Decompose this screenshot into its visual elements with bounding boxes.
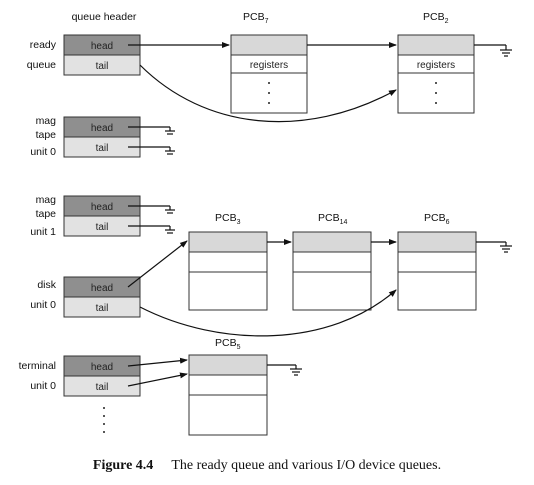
pcb-ready-2-registers-label: registers <box>417 60 455 71</box>
pcb-disk-3-body <box>397 271 477 311</box>
mag-tape-1-tail-label: tail <box>96 222 109 233</box>
terminal-label-line-1: terminal <box>19 360 56 372</box>
null-pointer-icon <box>128 205 175 214</box>
mag-tape-1-queue: mag tape unit 1 head tail <box>30 194 141 238</box>
terminal-label-line-2: unit 0 <box>30 380 56 392</box>
disk-head-label: head <box>91 283 113 294</box>
terminal-queue: terminal unit 0 head tail <box>19 355 141 397</box>
pcb-disk-1: PCB3 <box>188 212 268 311</box>
pcb-disk-3-row <box>397 251 477 273</box>
ellipsis-dot <box>103 423 105 425</box>
mag-tape-1-label-line-3: unit 1 <box>30 226 56 238</box>
ellipsis-dot <box>268 102 270 104</box>
ready-queue-label-line-2: queue <box>27 59 56 71</box>
ellipsis-dot <box>103 407 105 409</box>
terminal-tail-cell <box>63 375 141 397</box>
disk-head-pointer-arrow <box>127 240 188 288</box>
pcb-disk-2-body <box>292 271 372 311</box>
null-pointer-icon <box>128 126 175 135</box>
pcb-ready-1-body <box>230 72 308 114</box>
ellipsis-dot <box>268 92 270 94</box>
pcb-terminal-1: PCB5 <box>188 337 268 436</box>
ellipsis-dot <box>435 82 437 84</box>
mag-tape-1-head-label: head <box>91 202 113 213</box>
pcb-ready-1-header <box>230 34 308 56</box>
pcb-disk-1-header <box>188 231 268 253</box>
more-queues-ellipsis <box>103 407 105 433</box>
pcb-disk-3: PCB6 <box>397 212 477 311</box>
ellipsis-dot <box>103 431 105 433</box>
pcb-disk-2: PCB14 <box>292 212 372 311</box>
null-pointer-icon <box>128 146 175 155</box>
terminal-head-label: head <box>91 362 113 373</box>
mag-tape-0-label-line-3: unit 0 <box>30 146 56 158</box>
mag-tape-1-label-line-1: mag <box>36 194 57 206</box>
pcb-disk-2-row <box>292 251 372 273</box>
terminal-head-pointer-arrow <box>127 357 188 367</box>
ready-queue: ready queue head tail <box>27 34 141 76</box>
pcb-ready-1-title: PCB7 <box>243 11 269 25</box>
disk-queue: disk unit 0 head tail <box>30 276 141 318</box>
ellipsis-dot <box>103 415 105 417</box>
pcb-disk-3-header <box>397 231 477 253</box>
ready-tail-pointer-arrow <box>139 64 397 123</box>
mag-tape-1-label-line-2: tape <box>36 208 57 220</box>
mag-tape-0-tail-label: tail <box>96 143 109 154</box>
figure-caption: Figure 4.4 The ready queue and various I/… <box>0 458 534 474</box>
pcb-terminal-1-row <box>188 374 268 396</box>
pcb-terminal-1-body <box>188 394 268 436</box>
pcb-ready-1: PCB7 registers <box>230 11 308 114</box>
pcb-terminal-1-title: PCB5 <box>215 337 241 351</box>
pcb-ready-2-title: PCB2 <box>423 11 449 25</box>
disk-tail-label: tail <box>96 303 109 314</box>
mag-tape-0-queue: mag tape unit 0 head tail <box>30 115 141 158</box>
ready-queue-label-line-1: ready <box>30 39 57 51</box>
pcb-terminal-1-header <box>188 354 268 376</box>
pcb-ready-2: PCB2 registers <box>397 11 475 114</box>
pcb-disk-2-header <box>292 231 372 253</box>
mag-tape-0-label-line-1: mag <box>36 115 57 127</box>
pcb-ready-1-registers-label: registers <box>250 60 288 71</box>
caption-text: The ready queue and various I/O device q… <box>171 458 442 473</box>
null-pointer-icon <box>267 364 302 376</box>
disk-tail-pointer-arrow <box>139 289 397 337</box>
mag-tape-0-head-label: head <box>91 123 113 134</box>
pcb-ready-2-header <box>397 34 475 56</box>
mag-tape-0-label-line-2: tape <box>36 129 57 141</box>
ready-queue-head-label: head <box>91 41 113 52</box>
pcb-disk-1-row <box>188 251 268 273</box>
null-pointer-icon <box>476 241 512 253</box>
terminal-tail-pointer-arrow <box>127 372 188 387</box>
disk-label-line-1: disk <box>37 279 56 291</box>
pcb-disk-3-title: PCB6 <box>424 212 450 226</box>
terminal-tail-label: tail <box>96 382 109 393</box>
ellipsis-dot <box>268 82 270 84</box>
pcb-disk-2-title: PCB14 <box>318 212 347 226</box>
ready-queue-tail-label: tail <box>96 61 109 72</box>
disk-label-line-2: unit 0 <box>30 299 56 311</box>
null-pointer-icon <box>128 225 175 234</box>
figure-number: Figure 4.4 <box>92 458 154 473</box>
pcb-disk-1-title: PCB3 <box>215 212 241 226</box>
null-pointer-icon <box>474 44 512 57</box>
ellipsis-dot <box>435 102 437 104</box>
ellipsis-dot <box>435 92 437 94</box>
pcb-disk-1-body <box>188 271 268 311</box>
queue-header-label: queue header <box>72 11 137 23</box>
